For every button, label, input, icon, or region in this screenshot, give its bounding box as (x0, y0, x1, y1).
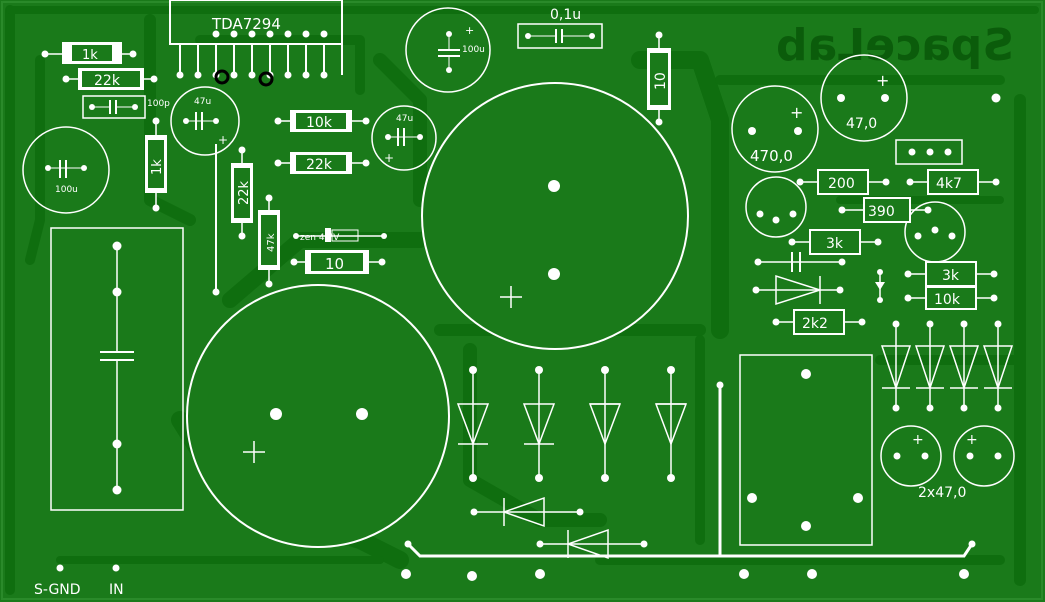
capacitor-film-left (50, 227, 184, 511)
resistor-22k-vertical-label: 22k (237, 180, 252, 205)
capacitor-100p: 100p (82, 95, 170, 119)
diode-tiny (875, 269, 885, 303)
resistor-22k-mid-label: 22k (306, 157, 333, 173)
capacitor-47u-left-plus: + (218, 133, 228, 147)
capacitor-47u-mid: 47u + (371, 105, 437, 171)
resistor-10k-right-label: 10k (934, 292, 961, 308)
resistor-3k-b-label: 3k (942, 268, 960, 284)
capacitor-100u-left-label: 100u (55, 185, 78, 195)
diodes-horizontal-pads (470, 508, 648, 548)
resistor-10-vertical-label: 10 (653, 72, 669, 90)
resistor-1k-top: 1k (41, 42, 137, 64)
resistor-1k-top-label: 1k (82, 48, 98, 63)
resistor-22k-top: 22k (62, 68, 158, 90)
ground-bus-wire (406, 385, 974, 558)
trimmer-header (895, 139, 963, 165)
resistor-3k-b: 3k (904, 261, 998, 287)
resistor-10-mid-label: 10 (325, 255, 344, 273)
capacitor-47u-mid-label: 47u (396, 114, 413, 124)
capacitor-100p-label: 100p (147, 99, 170, 109)
diode-bridge-pads (469, 366, 675, 482)
ground-bus-pads (401, 381, 976, 581)
resistor-22k-mid: 22k (274, 152, 370, 174)
resistor-200: 200 (796, 169, 890, 195)
zener-label: zen 4,7V (300, 233, 340, 243)
capacitor-47u-mid-plus: + (384, 151, 394, 165)
resistor-200-label: 200 (828, 176, 855, 192)
capacitor-100u-top-plus: + (465, 24, 474, 37)
capacitor-47u-left: 47u + (170, 86, 240, 156)
chip-tda7294: TDA7294 (169, 0, 343, 87)
resistor-10k-right: 10k (904, 286, 998, 310)
diode-right-pads (752, 286, 844, 294)
capacitor-2x47: + + 2x47,0 (880, 425, 1015, 501)
resistor-10k: 10k (274, 110, 370, 132)
capacitor-2x47-plus-b: + (966, 432, 978, 448)
resistor-10k-label: 10k (306, 115, 333, 131)
resistor-3k-a: 3k (788, 229, 882, 255)
diode-array-right (880, 324, 1014, 408)
diode-bridge (456, 370, 688, 478)
resistor-1k-vertical-label: 1k (150, 159, 165, 175)
capacitor-100u-left: 100u (22, 126, 110, 214)
relay (739, 354, 873, 546)
chip-label: TDA7294 (211, 15, 281, 33)
resistor-47k-vertical: 47k (258, 194, 280, 288)
resistor-3k-a-label: 3k (826, 236, 844, 252)
resistor-2k2: 2k2 (772, 309, 866, 335)
pin-sgnd-label: S-GND (34, 582, 81, 598)
pin-in-label: IN (109, 582, 124, 598)
capacitor-01u: 0,1u (517, 7, 603, 49)
resistor-390-label: 390 (868, 204, 895, 220)
brand-mirrored: SpaceLab (776, 20, 1014, 71)
resistor-10-vertical: 10 (647, 31, 671, 126)
input-pins: S-GND IN (34, 564, 124, 598)
capacitor-100u-top-label: 100u (462, 45, 485, 55)
resistor-2k2-label: 2k2 (802, 316, 828, 332)
transistor-left (745, 176, 807, 238)
zener-diode: zen 4,7V (293, 228, 387, 243)
diode-array-right-pads (892, 320, 1002, 412)
capacitor-2x47-plus-a: + (912, 432, 924, 448)
capacitor-47-right: + 47,0 (820, 54, 908, 142)
capacitor-47u-left-label: 47u (194, 97, 211, 107)
diode-right (756, 274, 840, 306)
resistor-22k-top-label: 22k (94, 73, 121, 89)
capacitor-47-right-plus: + (876, 71, 889, 90)
wire-link-left (212, 144, 220, 296)
capacitor-100u-top: + 100u (405, 7, 491, 93)
capacitor-470-label: 470,0 (750, 147, 793, 165)
capacitor-2x47-label: 2x47,0 (918, 485, 966, 501)
resistor-22k-vertical: 22k (231, 146, 253, 240)
resistor-10-mid: 10 (290, 250, 386, 274)
capacitor-large-top (421, 82, 689, 350)
capacitor-small-right (754, 252, 846, 272)
resistor-1k-vertical: 1k (145, 117, 167, 212)
capacitor-470-plus: + (790, 103, 803, 122)
pad-right-top (991, 93, 1001, 103)
resistor-390: 390 (838, 197, 932, 223)
capacitor-47-right-label: 47,0 (846, 116, 877, 132)
resistor-4k7-label: 4k7 (936, 176, 962, 192)
resistor-47k-vertical-label: 47k (266, 233, 277, 252)
resistor-4k7: 4k7 (906, 169, 1000, 195)
capacitor-large-bottom (186, 284, 450, 548)
capacitor-01u-label: 0,1u (550, 7, 581, 23)
diodes-horizontal (474, 496, 644, 560)
capacitor-470: + 470,0 (731, 85, 819, 173)
